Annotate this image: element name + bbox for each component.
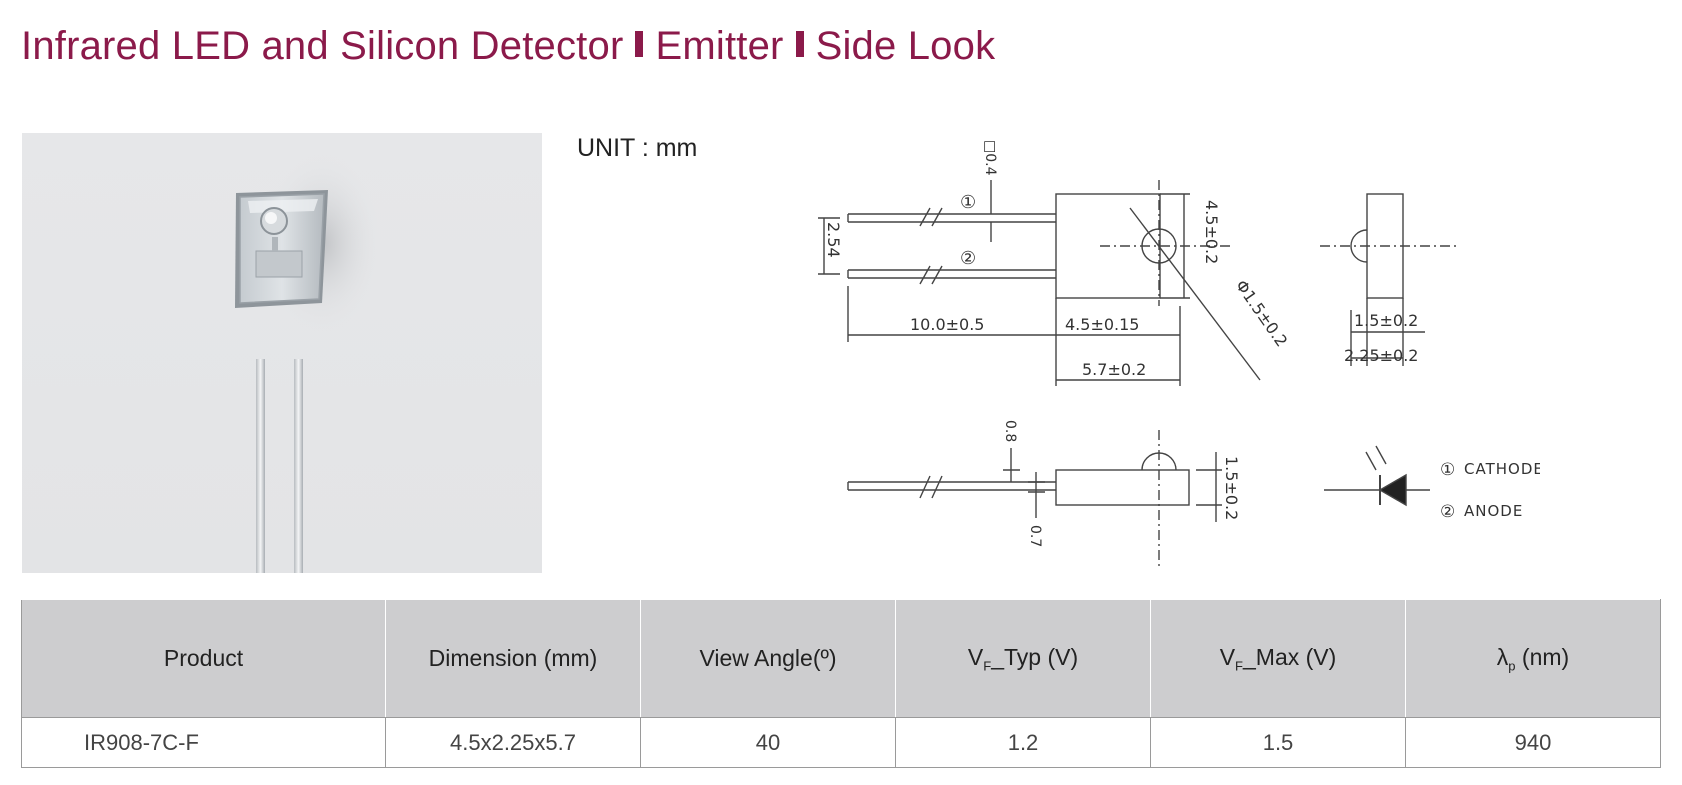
- table-header-row: Product Dimension (mm) View Angle(º) VF_…: [21, 599, 1661, 718]
- header-vf-max-sub: F: [1235, 658, 1243, 674]
- dim-lead-offset: 0.8: [1002, 420, 1018, 442]
- cell-wavelength: 940: [1405, 717, 1661, 768]
- dimension-drawing: 4.5±0.15 10.0±0.5 5.7±0.2 1.5±0.2 2.25±0…: [800, 130, 1543, 575]
- legend-pin2-marker: ②: [1440, 502, 1455, 522]
- product-photo: [22, 133, 542, 573]
- dim-side-overall: 2.25±0.2: [1344, 346, 1418, 365]
- title-part-3: Side Look: [815, 24, 996, 68]
- header-vf-typ-sub: F: [983, 658, 992, 674]
- pin1-marker: ①: [960, 192, 976, 213]
- header-dimension: Dimension (mm): [385, 599, 641, 718]
- header-vf-max: VF_Max (V): [1150, 599, 1406, 718]
- legend-anode: ANODE: [1464, 502, 1523, 520]
- spec-table: Product Dimension (mm) View Angle(º) VF_…: [21, 599, 1661, 768]
- header-lambda-rest: (nm): [1515, 643, 1570, 670]
- legend-pin1-marker: ①: [1440, 460, 1455, 480]
- dim-overall-width: 5.7±0.2: [1082, 360, 1146, 379]
- unit-label: UNIT : mm: [577, 134, 698, 162]
- header-view-angle: View Angle(º): [640, 599, 896, 718]
- led-component-image: [235, 153, 382, 573]
- table-row: IR908-7C-F 4.5x2.25x5.7 40 1.2 1.5 940: [21, 717, 1661, 768]
- dim-lead-length: 10.0±0.5: [910, 315, 984, 334]
- title-part-2: Emitter: [655, 24, 784, 68]
- dim-lens-diameter: Φ1.5±0.2: [1232, 276, 1292, 350]
- header-lambda: λ: [1496, 643, 1509, 670]
- dimension-drawing-svg: 4.5±0.15 10.0±0.5 5.7±0.2 1.5±0.2 2.25±0…: [818, 140, 1543, 566]
- dim-body-width: 4.5±0.15: [1065, 315, 1139, 334]
- legend-cathode: CATHODE: [1464, 460, 1540, 478]
- dim-height: 4.5±0.2: [1202, 200, 1221, 264]
- title-separator: [795, 31, 804, 57]
- page-title: Infrared LED and Silicon Detector Emitter…: [21, 24, 995, 69]
- dim-bottom-height: 1.5±0.2: [1222, 456, 1241, 520]
- cell-dimension: 4.5x2.25x5.7: [385, 717, 641, 768]
- title-separator: [635, 31, 644, 57]
- cell-product: IR908-7C-F: [21, 717, 386, 768]
- cell-vf-typ: 1.2: [895, 717, 1151, 768]
- header-vf-typ: VF_Typ (V): [895, 599, 1151, 718]
- dim-lead-thickness: 0.7: [1027, 525, 1043, 547]
- header-lambda-sub: p: [1508, 658, 1516, 674]
- header-vf-typ-v: V: [967, 643, 984, 670]
- dim-pitch: 2.54: [824, 222, 843, 258]
- header-vf-max-v: V: [1219, 643, 1236, 670]
- header-vf-typ-rest: _Typ (V): [991, 643, 1079, 670]
- dim-lead-size: □0.4: [982, 140, 998, 176]
- header-product: Product: [21, 599, 386, 718]
- cell-view-angle: 40: [640, 717, 896, 768]
- header-wavelength: λp (nm): [1405, 599, 1661, 718]
- title-part-1: Infrared LED and Silicon Detector: [21, 24, 624, 68]
- header-vf-max-rest: _Max (V): [1243, 643, 1337, 670]
- dim-side-depth: 1.5±0.2: [1354, 311, 1418, 330]
- pin2-marker: ②: [960, 248, 976, 269]
- cell-vf-max: 1.5: [1150, 717, 1406, 768]
